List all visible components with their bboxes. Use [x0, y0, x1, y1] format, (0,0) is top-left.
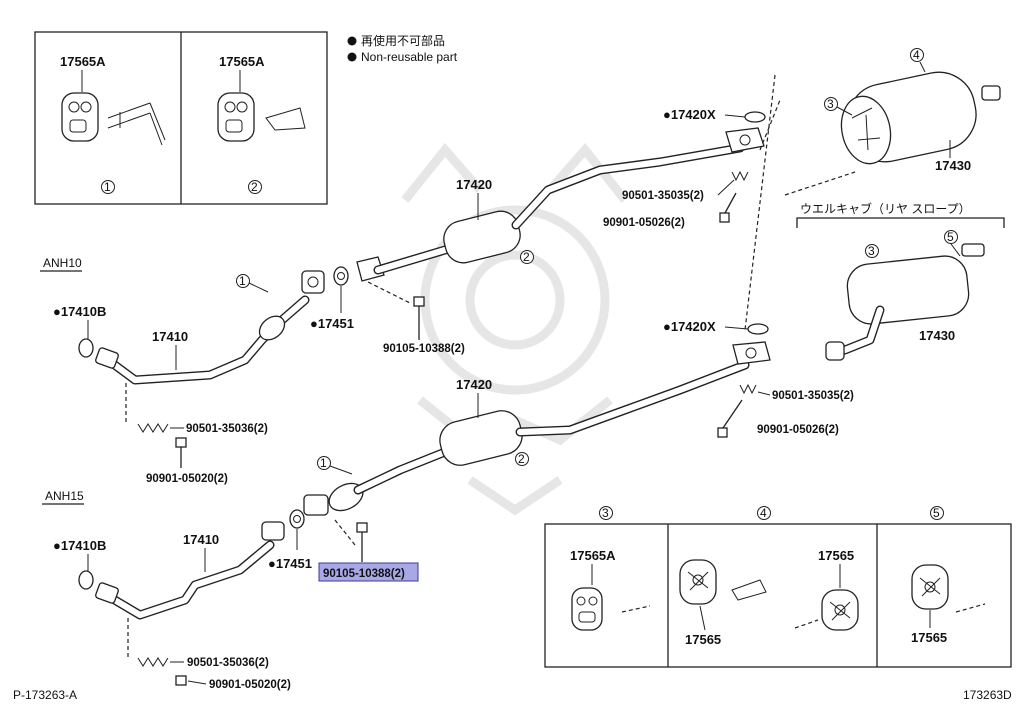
tail-pipe-top: 4 3 17430 — [824, 48, 1001, 173]
callout-1-bottom: 1 — [320, 456, 327, 470]
label-90901-05020-bottom: 90901-05020(2) — [209, 679, 291, 691]
label-17565A-box: 17565A — [570, 548, 616, 563]
footer-right: 173263D — [963, 688, 1012, 702]
label-17451-bottom: ●17451 — [268, 556, 312, 571]
label-90901-05020-top: 90901-05020(2) — [146, 473, 228, 485]
label-90105-bottom: 90105-10388(2) — [323, 568, 405, 580]
label-17410B-top: ●17410B — [53, 304, 106, 319]
variant-anh10: ANH10 — [43, 256, 82, 270]
callout-3-option: 3 — [868, 244, 875, 258]
tail-pipe-option: ウエルキャブ（リヤ スロープ） 3 5 17430 — [796, 201, 1005, 361]
label-90901-05026-bottom: 90901-05026(2) — [757, 424, 839, 436]
label-90501-35035-bottom: 90501-35035(2) — [772, 390, 854, 402]
label-17420X-bottom: ●17420X — [663, 319, 716, 334]
label-17420-bottom: 17420 — [456, 377, 492, 392]
callout-1-top: 1 — [239, 274, 246, 288]
callout-2-bottom: 2 — [518, 452, 525, 466]
rubber-hanger-icon — [217, 92, 255, 142]
assembly-anh15: ANH15 ●17410B 17410 ●17451 1 17420 2 — [42, 319, 854, 691]
callout-2-top: 2 — [523, 250, 530, 264]
label-90901-05026-top: 90901-05026(2) — [603, 217, 685, 229]
label-90501-35036-bottom: 90501-35036(2) — [187, 657, 269, 669]
label-90501-35035-top: 90501-35035(2) — [622, 190, 704, 202]
callout-5-box: 5 — [933, 506, 940, 520]
label-17420-top: 17420 — [456, 177, 492, 192]
legend: 再使用不可部品 Non-reusable part — [347, 33, 458, 64]
label-17430-option: 17430 — [919, 328, 955, 343]
label-17565-box4a: 17565 — [685, 632, 721, 647]
callout-4-top: 4 — [913, 48, 920, 62]
variant-anh15: ANH15 — [45, 489, 84, 503]
footer-left: P-173263-A — [13, 688, 77, 702]
label-17565-box4b: 17565 — [818, 548, 854, 563]
label-90105-top: 90105-10388(2) — [383, 343, 465, 355]
label-17410-bottom: 17410 — [183, 532, 219, 547]
rubber-hanger-icon — [679, 559, 717, 605]
callout-4-box: 4 — [760, 506, 767, 520]
rubber-hanger-icon — [571, 587, 603, 631]
callout-3-box: 3 — [602, 506, 609, 520]
label-17565A-2: 17565A — [219, 54, 265, 69]
label-17565-box5: 17565 — [911, 630, 947, 645]
callout-1: 1 — [104, 180, 111, 194]
detail-box-3-4-5: 3 4 5 17565A 17565 17565 — [544, 506, 1012, 668]
label-17420X-top: ●17420X — [663, 107, 716, 122]
label-17565A-1: 17565A — [60, 54, 106, 69]
rubber-hanger-icon — [821, 589, 859, 631]
rubber-hanger-icon — [911, 564, 949, 610]
option-header: ウエルキャブ（リヤ スロープ） — [800, 201, 971, 216]
rubber-hanger-icon — [61, 92, 99, 142]
callout-3-top: 3 — [827, 97, 834, 111]
label-90501-35036-top: 90501-35036(2) — [186, 423, 268, 435]
label-17410B-bottom: ●17410B — [53, 538, 106, 553]
detail-box-1-2: 17565A 17565A 1 2 — [34, 31, 328, 205]
label-17451-top: ●17451 — [310, 316, 354, 331]
label-17410-top: 17410 — [152, 329, 188, 344]
callout-2: 2 — [251, 180, 258, 194]
legend-en: Non-reusable part — [361, 50, 458, 64]
bolt-90105-10388-highlight[interactable]: 90105-10388(2) — [318, 562, 419, 582]
assembly-anh10: ANH10 ●17410B 17410 1 ●17451 17420 — [40, 107, 766, 485]
callout-5-option: 5 — [947, 230, 954, 244]
legend-jp: 再使用不可部品 — [361, 33, 445, 48]
label-17430-top: 17430 — [935, 158, 971, 173]
